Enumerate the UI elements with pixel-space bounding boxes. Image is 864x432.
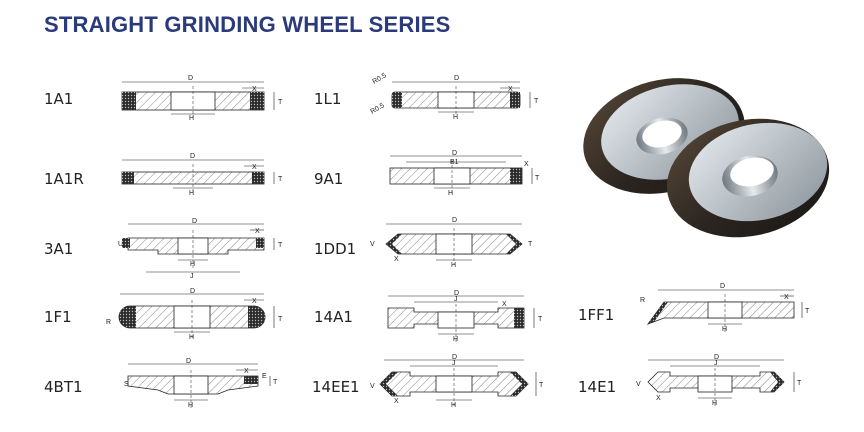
dim-d: D xyxy=(454,75,459,82)
annotation-r05-top: R0.5 xyxy=(372,72,388,86)
dim-j: J xyxy=(714,360,718,367)
diagram-1a1: D X H T xyxy=(121,75,283,122)
shape-label-1a1: 1A1 xyxy=(44,90,74,108)
shape-label-4bt1: 4BT1 xyxy=(44,378,83,396)
dim-h: H xyxy=(190,261,195,268)
dim-h: H xyxy=(722,326,727,333)
shape-label-1l1: 1L1 xyxy=(314,90,342,108)
shape-label-14e1: 14E1 xyxy=(578,378,617,396)
dim-b1: B1 xyxy=(450,159,459,166)
dim-h: H xyxy=(189,115,194,122)
dim-v: V xyxy=(370,241,375,248)
dim-t: T xyxy=(534,98,539,105)
dim-h: H xyxy=(189,334,194,341)
diagram-3a1: D X U H J T xyxy=(118,218,283,280)
shape-label-14a1: 14A1 xyxy=(314,308,353,326)
dim-s: S xyxy=(124,381,129,388)
dim-d: D xyxy=(454,290,459,297)
dim-d: D xyxy=(720,283,725,290)
dim-x: X xyxy=(255,228,260,235)
dim-h: H xyxy=(448,190,453,197)
dim-d: D xyxy=(192,218,197,225)
shape-label-9a1: 9A1 xyxy=(314,170,344,188)
dim-x: X xyxy=(656,395,661,402)
dim-v: V xyxy=(636,381,641,388)
dim-h: H xyxy=(188,402,193,409)
diagram-1dd1: D V H X T xyxy=(370,217,533,269)
shape-label-1dd1: 1DD1 xyxy=(314,240,357,258)
dim-x: X xyxy=(502,301,507,308)
dim-h: H xyxy=(712,400,717,407)
dim-h: H xyxy=(453,114,458,121)
dim-t: T xyxy=(539,382,544,389)
diagram-1f1: D X R H T xyxy=(106,288,283,341)
dim-t: T xyxy=(538,316,543,323)
dim-x: X xyxy=(252,86,257,93)
dim-d: D xyxy=(714,354,719,361)
dim-d: D xyxy=(186,358,191,365)
dim-x: X xyxy=(394,256,399,263)
diagram-14e1: D J V H X T xyxy=(636,354,802,407)
dim-t: T xyxy=(805,308,810,315)
dim-u: U xyxy=(118,241,123,248)
dim-r: R xyxy=(106,319,111,326)
dim-d: D xyxy=(190,153,195,160)
dim-x: X xyxy=(252,164,257,171)
diagram-14a1: D J H X T xyxy=(387,290,543,343)
dim-j: J xyxy=(452,360,456,367)
dim-x: X xyxy=(784,294,789,301)
dim-d: D xyxy=(452,217,457,224)
dim-j: J xyxy=(454,296,458,303)
dim-j: J xyxy=(190,273,194,280)
dim-h: H xyxy=(453,336,458,343)
diagram-4bt1: D X S H E T xyxy=(124,358,278,409)
dim-d: D xyxy=(190,288,195,295)
dim-t: T xyxy=(273,379,278,386)
dim-t: T xyxy=(528,241,533,248)
dim-e: E xyxy=(262,373,267,380)
shape-label-14ee1: 14EE1 xyxy=(312,378,360,396)
annotation-r05-bottom: R0.5 xyxy=(370,102,386,116)
dim-t: T xyxy=(535,175,540,182)
dim-t: T xyxy=(797,380,802,387)
dim-h: H xyxy=(451,402,456,409)
diagram-1a1r: D X H T xyxy=(121,153,283,197)
shape-label-1ff1: 1FF1 xyxy=(578,306,615,324)
shape-label-1a1r: 1A1R xyxy=(44,170,84,188)
shape-label-1f1: 1F1 xyxy=(44,308,72,326)
dim-t: T xyxy=(278,176,283,183)
page-title: STRAIGHT GRINDING WHEEL SERIES xyxy=(44,12,451,37)
dim-t: T xyxy=(278,99,283,106)
diagram-9a1: D B1 H E X T xyxy=(389,150,540,197)
dim-e: E xyxy=(514,171,519,178)
dim-h: H xyxy=(451,262,456,269)
dim-d: D xyxy=(452,150,457,157)
dim-d: D xyxy=(188,75,193,82)
dim-r: R xyxy=(640,297,645,304)
diagram-14ee1: D J V H X T xyxy=(370,354,544,409)
dim-x: X xyxy=(524,161,529,168)
dim-x: X xyxy=(394,398,399,405)
diagram-1l1: R0.5 R0.5 D X H T xyxy=(370,72,540,121)
dim-t: T xyxy=(278,316,283,323)
dim-v: V xyxy=(370,383,375,390)
dim-x: X xyxy=(244,368,249,375)
dim-d: D xyxy=(452,354,457,361)
dim-x: X xyxy=(252,298,257,305)
dim-t: T xyxy=(278,242,283,249)
shape-label-3a1: 3A1 xyxy=(44,240,74,258)
dim-h: H xyxy=(189,190,194,197)
dim-x: X xyxy=(508,86,513,93)
diagram-1ff1: D X R H T xyxy=(640,283,810,333)
grinding-wheel-photo xyxy=(583,78,830,238)
